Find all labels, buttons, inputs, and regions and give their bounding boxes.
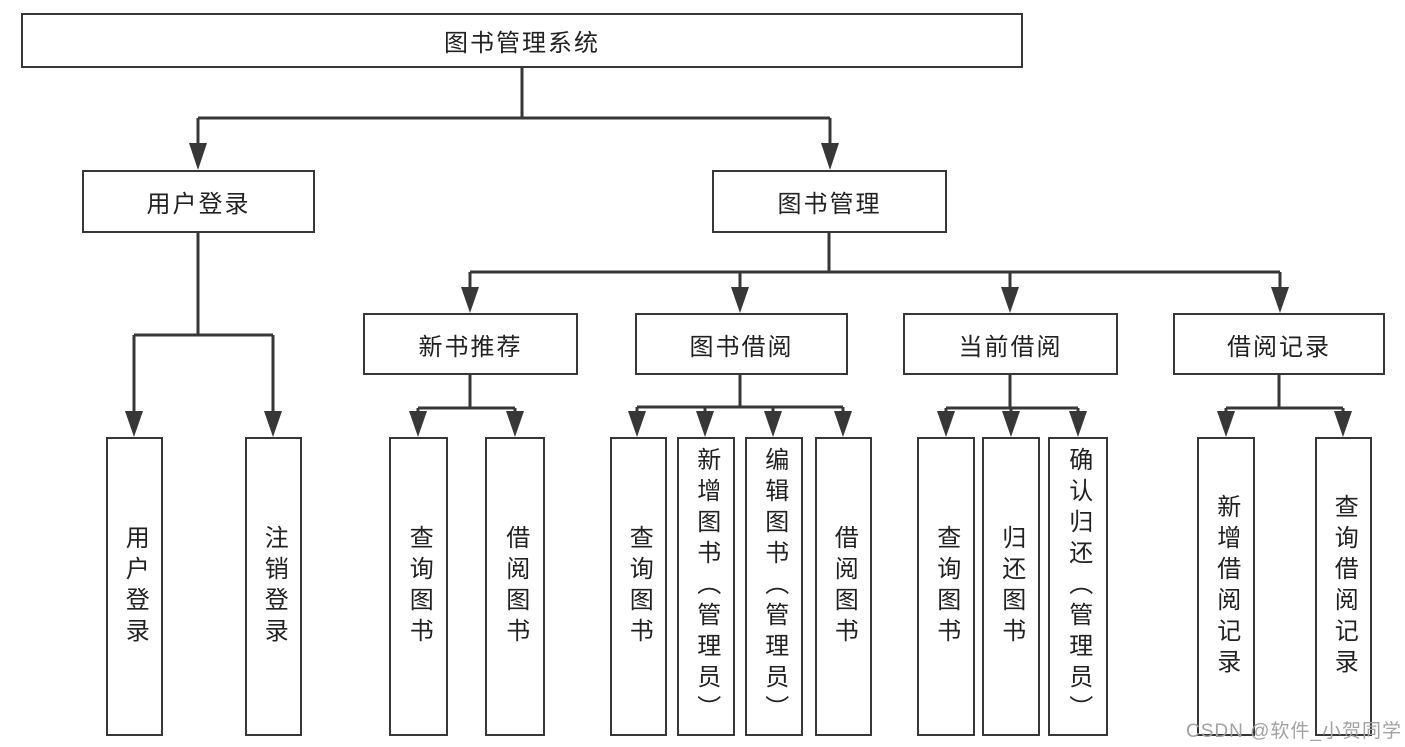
node-user-login-label: 用户登录: [146, 191, 251, 218]
leaf-borrow-book: 借阅图书: [815, 437, 872, 736]
leaf-query-book-borrow: 查询图书: [610, 437, 667, 736]
leaf-confirm-return-admin: 确认归还（管理员）: [1048, 437, 1108, 736]
leaf-query-book-borrow-label: 查询图书: [625, 524, 653, 649]
csdn-watermark: CSDN @软件_小贺同学: [1186, 721, 1402, 742]
leaf-return-book-label: 归还图书: [997, 524, 1025, 649]
leaf-query-book-current: 查询图书: [917, 437, 975, 736]
leaf-add-borrow-record-label: 新增借阅记录: [1212, 493, 1240, 680]
leaf-add-book-admin: 新增图书（管理员）: [677, 437, 735, 736]
node-borrow-record-label: 借阅记录: [1227, 333, 1331, 361]
leaf-borrow-book-label: 借阅图书: [830, 524, 858, 649]
leaf-user-login: 用户登录: [106, 437, 163, 736]
leaf-confirm-return-admin-label: 确认归还（管理员）: [1064, 447, 1092, 726]
node-book-management-label: 图书管理: [777, 191, 882, 218]
leaf-edit-book-admin-label: 编辑图书（管理员）: [760, 447, 788, 726]
node-book-management: 图书管理: [712, 170, 947, 233]
node-new-book-recommend-label: 新书推荐: [418, 333, 523, 361]
leaf-query-borrow-record: 查询借阅记录: [1315, 437, 1372, 736]
node-user-login: 用户登录: [82, 170, 315, 233]
leaf-add-borrow-record: 新增借阅记录: [1197, 437, 1255, 736]
node-current-borrow-label: 当前借阅: [958, 333, 1063, 361]
leaf-borrow-book-recommend: 借阅图书: [485, 437, 545, 736]
leaf-logout-login: 注销登录: [245, 437, 302, 736]
node-library-system-label: 图书管理系统: [444, 30, 600, 57]
node-current-borrow: 当前借阅: [903, 313, 1118, 375]
node-book-borrow-label: 图书借阅: [689, 333, 794, 361]
leaf-add-book-admin-label: 新增图书（管理员）: [692, 447, 720, 726]
node-book-borrow: 图书借阅: [635, 313, 848, 375]
leaf-user-login-label: 用户登录: [121, 524, 149, 649]
leaf-return-book: 归还图书: [982, 437, 1040, 736]
leaf-query-book-recommend-label: 查询图书: [405, 524, 433, 649]
node-new-book-recommend: 新书推荐: [363, 313, 578, 375]
leaf-logout-login-label: 注销登录: [260, 524, 288, 649]
leaf-query-book-current-label: 查询图书: [932, 524, 960, 649]
node-library-system: 图书管理系统: [21, 13, 1023, 68]
leaf-borrow-book-recommend-label: 借阅图书: [501, 524, 529, 649]
node-borrow-record: 借阅记录: [1173, 313, 1385, 375]
leaf-query-book-recommend: 查询图书: [389, 437, 448, 736]
arrowhead-icons: [125, 143, 1352, 437]
leaf-query-borrow-record-label: 查询借阅记录: [1330, 493, 1358, 680]
leaf-edit-book-admin: 编辑图书（管理员）: [745, 437, 803, 736]
